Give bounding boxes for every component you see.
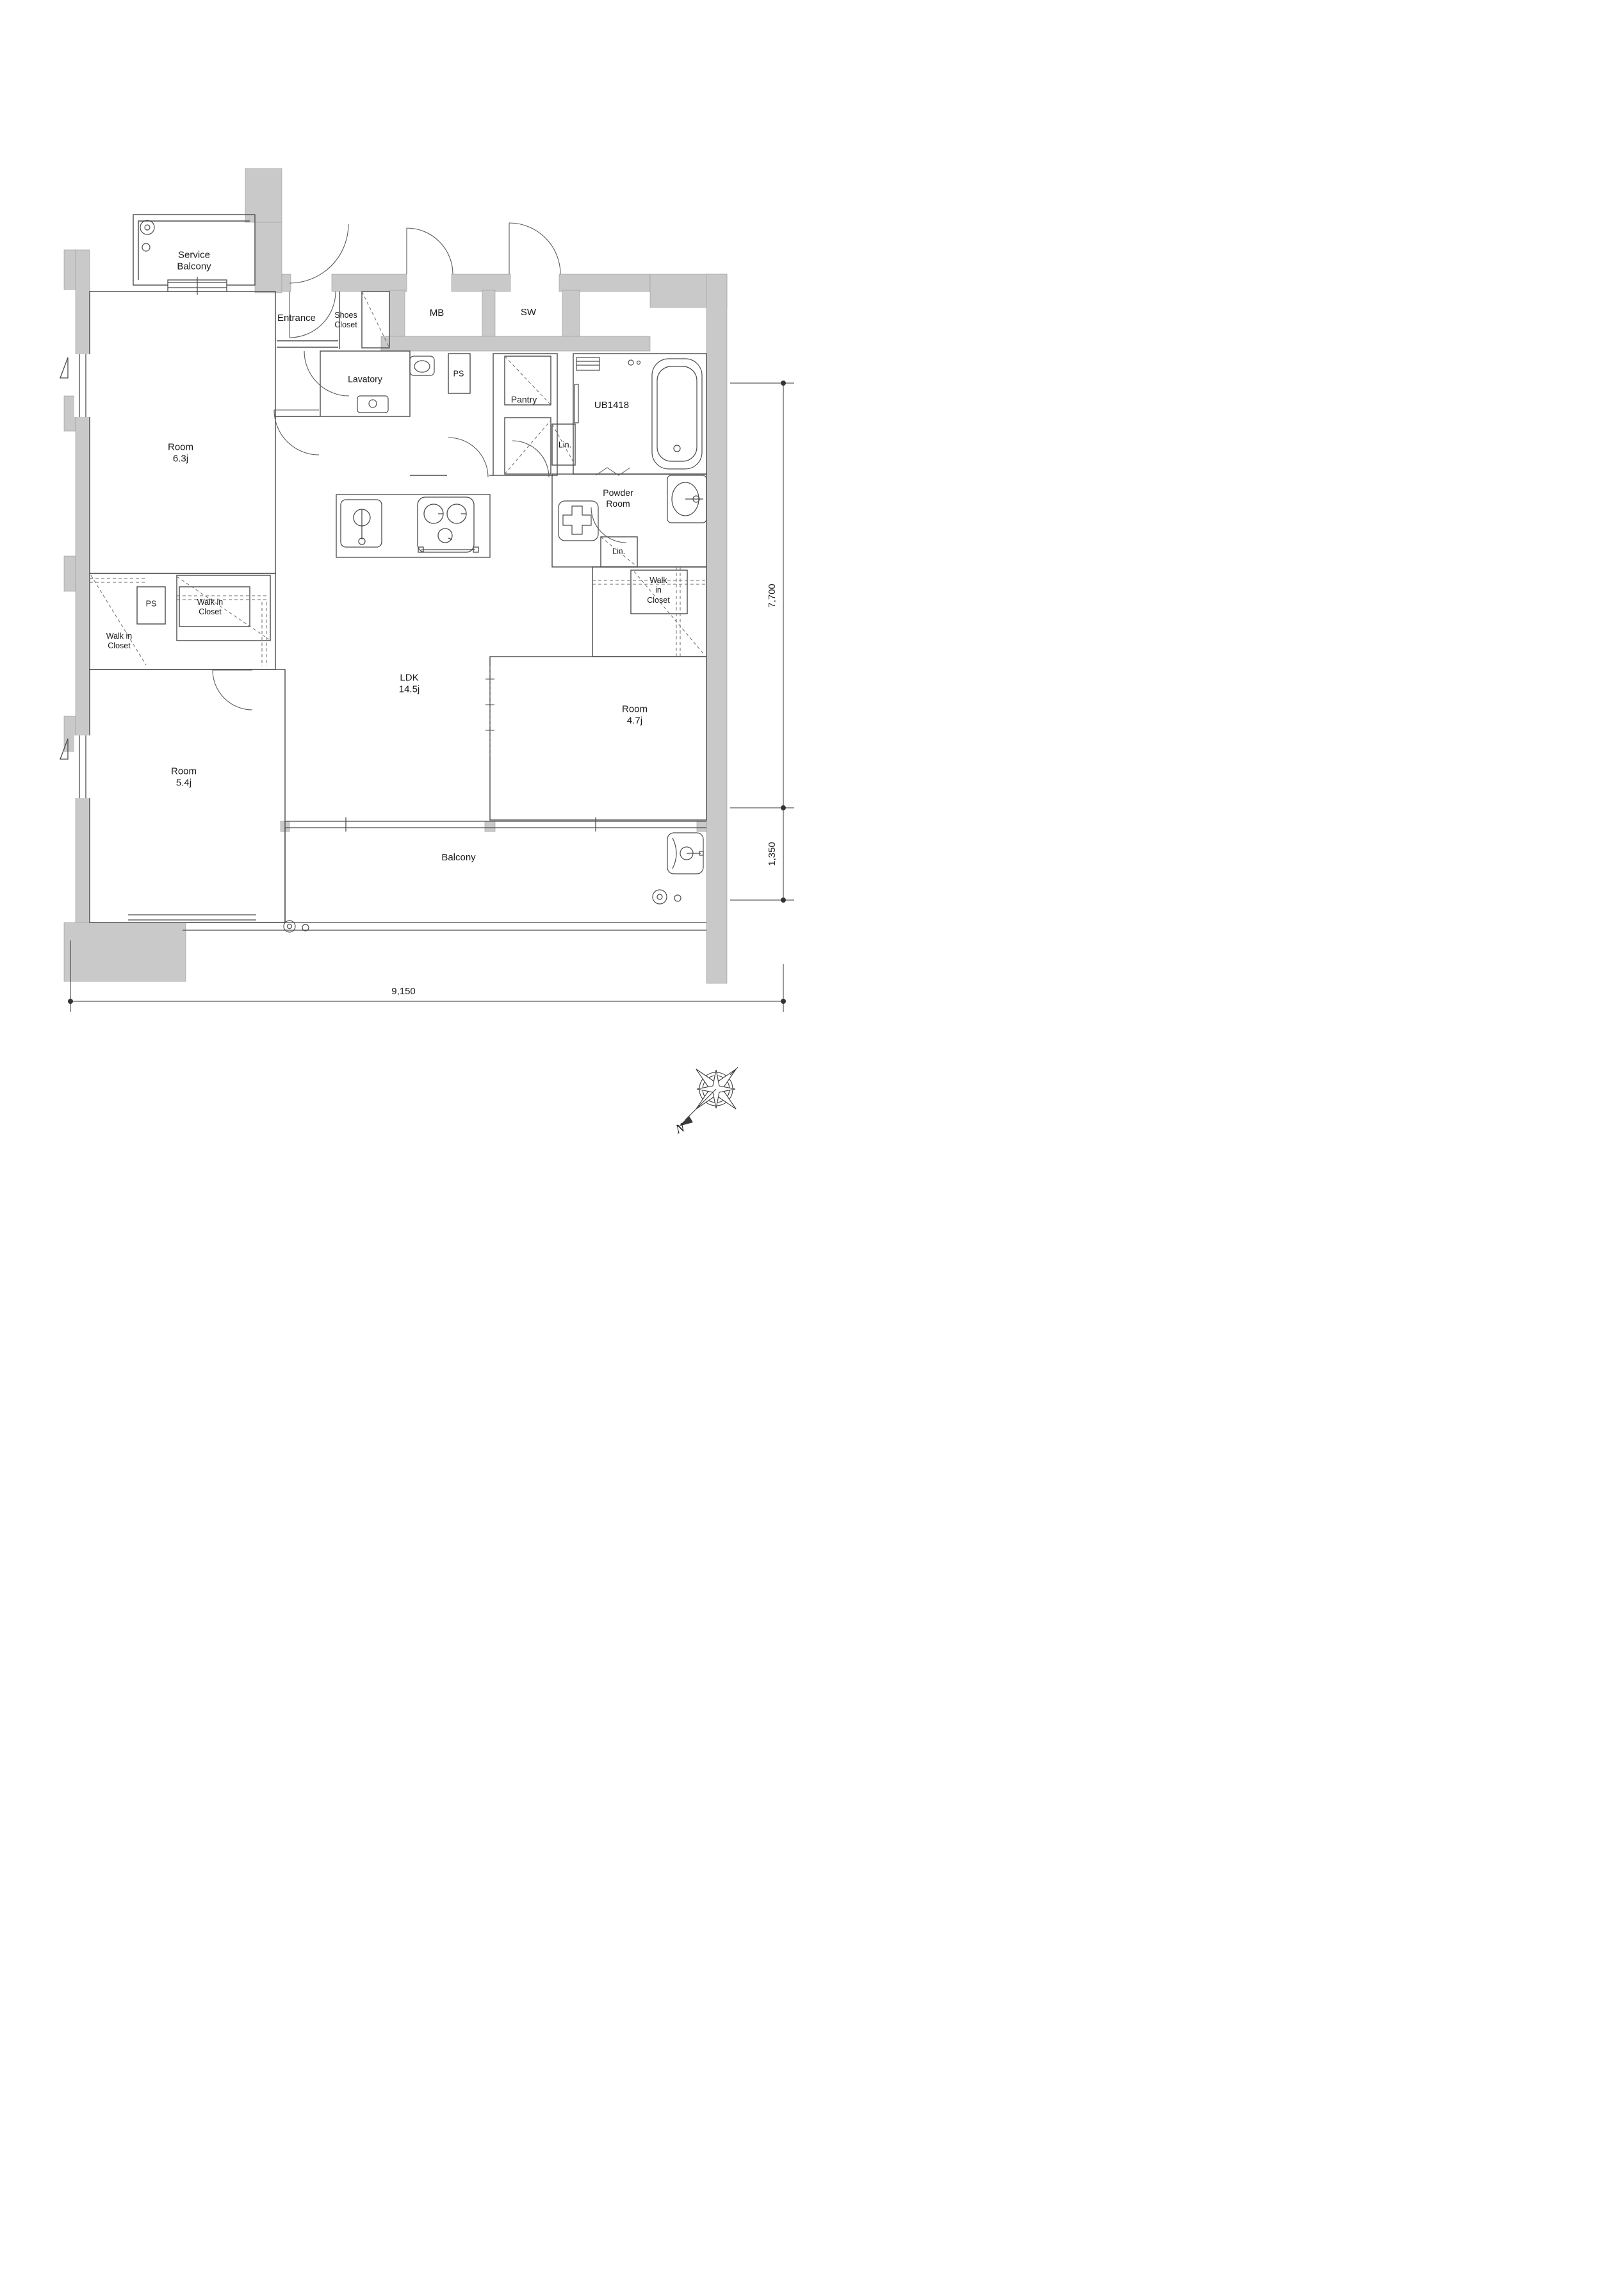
label-lavatory: Lavatory — [348, 373, 382, 384]
label-wic-middle: Walk in Closet — [197, 597, 224, 616]
label-entrance: Entrance — [277, 312, 316, 324]
label-room-5-4: Room 5.4j — [170, 766, 197, 789]
label-room-4-7: Room 4.7j — [621, 703, 648, 726]
balcony-and-windows — [60, 277, 706, 931]
room-outlines — [89, 214, 707, 923]
label-sw: SW — [520, 306, 537, 318]
kitchen-counter — [336, 494, 491, 558]
label-pantry: Pantry — [510, 394, 537, 405]
label-unit-bath: UB1418 — [594, 399, 630, 411]
label-service-balcony: Service Balcony — [177, 249, 211, 272]
dimension-1350: 1,350 — [766, 842, 778, 866]
label-balcony: Balcony — [441, 851, 476, 863]
closet-dashes — [90, 291, 706, 756]
bathtub — [574, 357, 703, 470]
label-linen-powder: Lin. — [612, 546, 626, 556]
label-room-6-3: Room 6.3j — [167, 441, 194, 464]
label-wic-right: Walk in Closet — [647, 576, 670, 605]
floor-plan: Service Balcony Entrance Shoes Closet MB… — [0, 0, 812, 1148]
sliding-door-ticks — [485, 678, 494, 731]
label-wic-left: Walk in Closet — [106, 631, 133, 650]
label-ps-left: PS — [145, 599, 157, 609]
dimension-lines — [68, 381, 794, 1012]
label-powder-room: Powder Room — [603, 487, 633, 509]
label-linen-hall: Lin. — [558, 440, 572, 450]
balcony-fixtures — [140, 220, 704, 933]
washing-machine — [558, 500, 599, 541]
walls — [63, 168, 728, 984]
label-ps-upper: PS — [453, 369, 464, 379]
powder-vanity-sink — [667, 475, 707, 523]
dimension-7700: 7,700 — [766, 584, 778, 608]
dimension-9150: 9,150 — [391, 985, 416, 997]
compass-rose — [679, 1067, 738, 1126]
label-shoes-closet: Shoes Closet — [334, 310, 357, 329]
door-arcs — [212, 222, 631, 710]
label-mb: MB — [429, 307, 444, 318]
lavatory-fixtures — [357, 356, 435, 413]
label-ldk: LDK 14.5j — [398, 672, 420, 695]
plan-linework — [60, 168, 794, 1126]
